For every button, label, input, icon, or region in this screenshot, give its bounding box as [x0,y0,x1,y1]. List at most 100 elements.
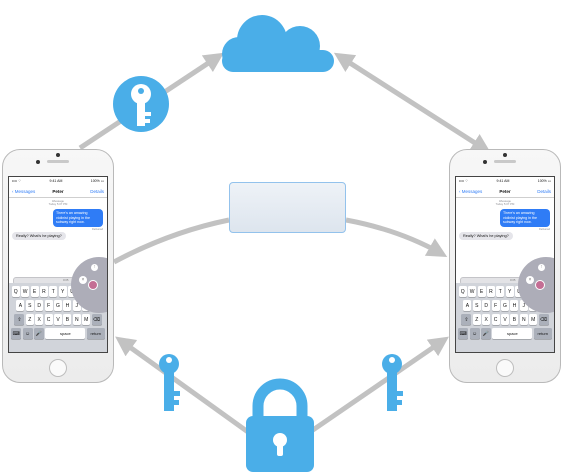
keyboard-switch-icon[interactable]: ⌨ [458,328,469,339]
key[interactable]: F [44,300,53,311]
key[interactable]: C [44,314,53,325]
key[interactable]: E [30,286,39,297]
backspace-key[interactable]: ⌫ [538,314,549,325]
key[interactable]: X [482,314,491,325]
key[interactable]: H [63,300,72,311]
key[interactable]: Y [505,286,514,297]
key[interactable]: M [529,314,538,325]
audio-duration: 0:05 [63,278,69,283]
key[interactable]: N [519,314,528,325]
shift-key[interactable]: ⇧ [14,314,25,325]
status-time: 9:41 AM [49,179,63,183]
message-thread: iMessage Today 5:07 PM There's an amazin… [9,198,107,280]
key[interactable]: A [16,300,25,311]
microphone-icon[interactable]: 🎤 [481,328,491,339]
key[interactable]: W [468,286,477,297]
key[interactable]: D [482,300,491,311]
incoming-bubble[interactable]: Really? What's he playing? [12,232,66,240]
key[interactable]: Z [472,314,481,325]
key[interactable]: M [82,314,91,325]
arrow-arc-left-to-right [112,217,230,265]
key[interactable]: F [491,300,500,311]
key[interactable]: H [510,300,519,311]
send-arrow-icon[interactable]: ↑ [538,264,545,271]
key[interactable]: X [35,314,44,325]
key[interactable]: A [463,300,472,311]
key[interactable]: B [510,314,519,325]
status-battery: 100% ▭ [537,179,551,183]
key[interactable]: G [501,300,509,311]
space-key[interactable]: space [492,328,533,339]
key[interactable]: N [72,314,81,325]
key[interactable]: D [35,300,44,311]
nav-bar: ‹ Messages Peter Details [9,185,107,198]
details-button[interactable]: Details [537,188,551,194]
record-button[interactable] [88,280,98,290]
key[interactable]: Q [458,286,467,297]
status-bar: •••• ⌔ 9:41 AM 100% ▭ [9,177,107,185]
nav-bar: ‹ Messages Peter Details [456,185,554,198]
key[interactable]: G [54,300,62,311]
outgoing-bubble[interactable]: There's an amazing violinist playing in … [500,209,550,227]
key-icon [159,354,180,411]
key[interactable]: V [501,314,509,325]
back-button[interactable]: ‹ Messages [459,188,483,194]
key[interactable]: T [49,286,58,297]
key[interactable]: Z [25,314,34,325]
key[interactable]: J [72,300,81,311]
emoji-icon[interactable]: ☺ [469,328,480,339]
backspace-key[interactable]: ⌫ [91,314,102,325]
microphone-icon[interactable]: 🎤 [34,328,44,339]
sensor-dot [483,160,487,164]
key[interactable]: R [39,286,48,297]
return-key[interactable]: return [86,328,105,339]
key[interactable]: V [54,314,62,325]
delivery-status: Delivered [92,228,103,231]
arrow-cloud-to-right-phone [333,52,492,154]
back-button[interactable]: ‹ Messages [12,188,36,194]
left-phone: •••• ⌔ 9:41 AM 100% ▭ ‹ Messages Peter D… [2,149,114,383]
key[interactable]: S [472,300,481,311]
thread-timestamp: Today 5:07 PM [495,202,515,207]
phone-screen: •••• ⌔ 9:41 AM 100% ▭ ‹ Messages Peter D… [455,176,555,353]
keyboard-row-4: ⌨ ☺ 🎤 space return [10,328,106,339]
key[interactable]: J [519,300,528,311]
key[interactable]: C [491,314,500,325]
earpiece [494,160,516,163]
key-icon [113,76,169,132]
record-button[interactable] [535,280,545,290]
sensor-dot [36,160,40,164]
key[interactable]: B [63,314,72,325]
arrow-lock-to-right-phone [308,336,449,435]
key[interactable]: T [496,286,505,297]
close-icon[interactable]: × [79,276,87,284]
key[interactable]: Q [11,286,20,297]
incoming-bubble[interactable]: Really? What's he playing? [459,232,513,240]
key[interactable]: R [486,286,495,297]
outgoing-bubble[interactable]: There's an amazing violinist playing in … [53,209,103,227]
arrow-arc-right-segment [345,217,448,257]
return-key[interactable]: return [533,328,552,339]
home-button[interactable] [49,359,67,377]
key[interactable]: Y [58,286,67,297]
status-battery: 100% ▭ [90,179,104,183]
message-thread: iMessage Today 5:07 PM There's an amazin… [456,198,554,280]
thread-service: iMessage [499,199,511,203]
key[interactable]: E [477,286,486,297]
status-carrier: •••• ⌔ [459,178,469,183]
key[interactable]: S [25,300,34,311]
key[interactable]: W [21,286,30,297]
shift-key[interactable]: ⇧ [461,314,472,325]
send-arrow-icon[interactable]: ↑ [91,264,98,271]
details-button[interactable]: Details [90,188,104,194]
phone-screen: •••• ⌔ 9:41 AM 100% ▭ ‹ Messages Peter D… [8,176,108,353]
keyboard-switch-icon[interactable]: ⌨ [11,328,22,339]
close-icon[interactable]: × [526,276,534,284]
status-bar: •••• ⌔ 9:41 AM 100% ▭ [456,177,554,185]
space-key[interactable]: space [45,328,86,339]
emoji-icon[interactable]: ☺ [22,328,33,339]
home-button[interactable] [496,359,514,377]
camera-icon [503,153,507,157]
